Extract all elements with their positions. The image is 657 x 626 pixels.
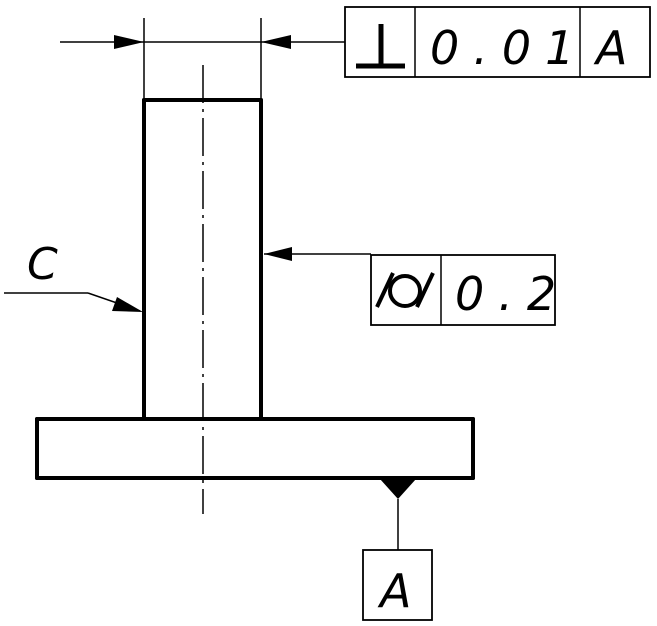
perpendicularity-datum: A — [593, 21, 627, 75]
cylindricity-callout: 0.2 — [264, 247, 570, 326]
datum-label: A — [377, 564, 411, 618]
datum-triangle — [380, 479, 416, 499]
perpendicularity-callout: 0.01 A — [344, 6, 651, 78]
surface-label: C — [27, 239, 58, 290]
arrowhead-cylindricity — [264, 247, 292, 261]
perpendicularity-tolerance: 0.01 — [430, 21, 588, 75]
surface-c-callout: C — [4, 239, 143, 312]
cylindricity-tolerance: 0.2 — [455, 267, 570, 321]
arrowhead-left-top — [114, 35, 144, 49]
cylindricity-icon — [375, 272, 435, 308]
cylindricity-frame — [370, 254, 556, 326]
datum-feature: A — [362, 479, 433, 621]
perpendicularity-icon — [356, 24, 405, 69]
datum-box — [362, 549, 433, 621]
arrowhead-surface-c — [112, 297, 143, 312]
arrowhead-right-top — [261, 35, 291, 49]
